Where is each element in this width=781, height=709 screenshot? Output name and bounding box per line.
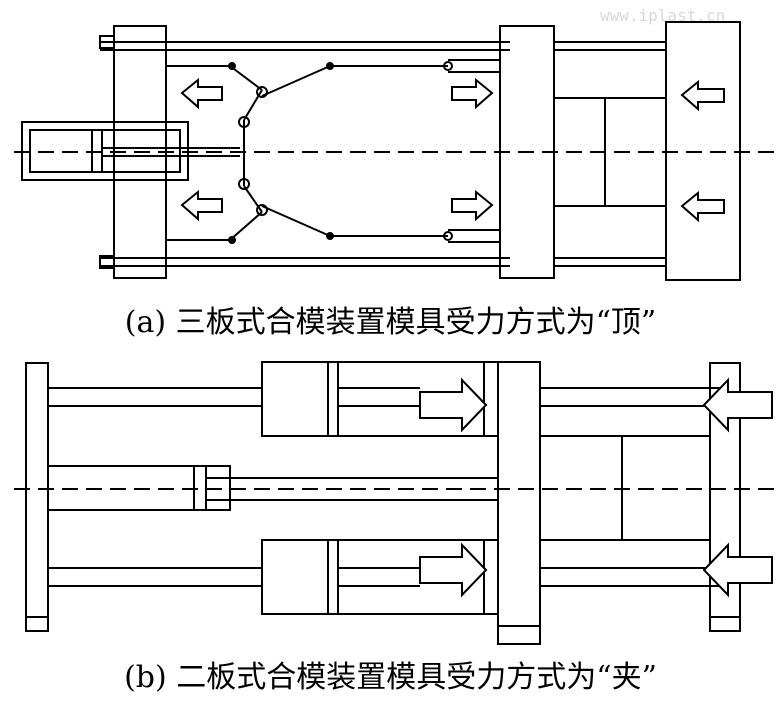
force-arrows-b [419, 377, 773, 598]
caption-a: (a) 三板式合模装置模具受力方式为“顶” [124, 305, 657, 340]
force-arrows-a [180, 77, 725, 223]
two-platen-diagram [14, 361, 778, 645]
caption-b: (b) 二板式合模装置模具受力方式为“夹” [124, 660, 657, 695]
toggle-mechanism-a [166, 59, 500, 244]
three-platen-diagram [14, 21, 778, 281]
moving-platen-b [497, 361, 541, 627]
tie-bars-b [48, 387, 720, 587]
tie-bars-a [99, 35, 510, 269]
watermark: www.iplast.cn [600, 6, 726, 25]
